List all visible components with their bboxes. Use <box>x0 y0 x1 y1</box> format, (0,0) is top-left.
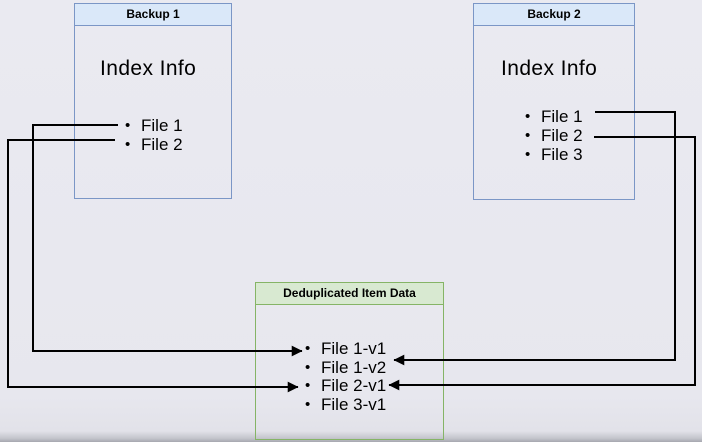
dedup-box: Deduplicated Item Data • File 1-v1 • Fil… <box>255 282 444 440</box>
list-item: • File 1-v1 <box>305 339 387 359</box>
list-item: • File 2-v1 <box>305 376 387 396</box>
list-item: • File 1-v2 <box>305 357 387 378</box>
backup1-file1-label: File 1 <box>141 116 183 135</box>
bullet-icon: • <box>525 127 531 144</box>
backup2-file-list: • File 1 • File 2 • File 3 <box>525 107 583 164</box>
dedup-title: Deduplicated Item Data <box>256 283 443 305</box>
bullet-icon: • <box>125 117 131 134</box>
bullet-icon: • <box>305 377 311 394</box>
backup2-index-info-label: Index Info <box>501 57 598 80</box>
list-item: • File 3 <box>525 145 583 164</box>
backup2-file2-label: File 2 <box>541 126 583 145</box>
bullet-icon: • <box>525 146 531 163</box>
list-item: • File 2 <box>125 134 183 155</box>
list-item: • File 2 <box>525 126 583 145</box>
bullet-icon: • <box>305 358 311 376</box>
dedup-file1-v2-label: File 1-v2 <box>321 357 387 377</box>
bullet-icon: • <box>125 135 131 153</box>
backup1-title: Backup 1 <box>75 4 231 26</box>
list-item: • File 3-v1 <box>305 394 387 415</box>
dedup-file1-v1-label: File 1-v1 <box>321 339 387 358</box>
dedup-item-list: • File 1-v1 • File 1-v2 • File 2-v1 • Fi… <box>305 339 387 415</box>
bullet-icon: • <box>525 108 531 125</box>
bullet-icon: • <box>305 340 311 357</box>
dedup-file2-v1-label: File 2-v1 <box>321 376 387 395</box>
backup2-file1-label: File 1 <box>541 107 583 126</box>
backup1-file2-label: File 2 <box>141 134 183 154</box>
backup1-index-info-label: Index Info <box>100 57 197 80</box>
bullet-icon: • <box>305 395 311 413</box>
dedup-file3-v1-label: File 3-v1 <box>321 394 387 414</box>
list-item: • File 1 <box>525 107 583 126</box>
backup2-box: Backup 2 Index Info • File 1 • File 2 • … <box>473 3 635 200</box>
backup2-file3-label: File 3 <box>541 145 583 164</box>
backup1-file-list: • File 1 • File 2 <box>125 116 183 155</box>
backup2-title: Backup 2 <box>474 4 634 26</box>
list-item: • File 1 <box>125 116 183 136</box>
backup1-box: Backup 1 Index Info • File 1 • File 2 <box>74 3 232 199</box>
